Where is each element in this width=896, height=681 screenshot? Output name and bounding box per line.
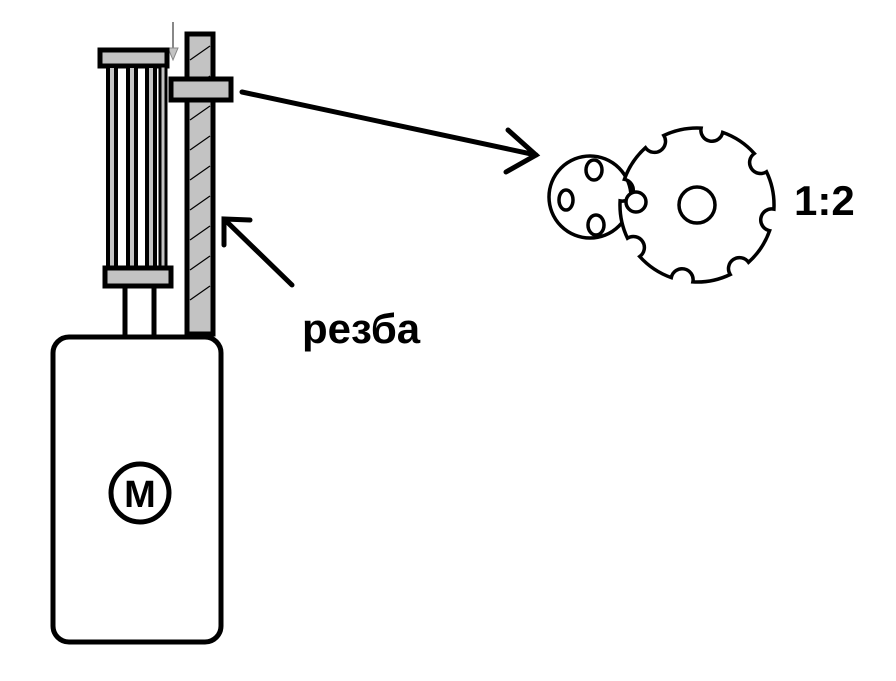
gear-pair (547, 126, 776, 284)
thread-label: резба (302, 305, 421, 352)
pointer-arrow-gears (239, 89, 541, 175)
motor: M (50, 334, 224, 645)
column-rods (106, 64, 168, 270)
column-assembly (97, 47, 174, 337)
pointer-arrow-thread (221, 216, 295, 288)
motor-label: M (124, 474, 156, 516)
ratio-label: 1:2 (794, 177, 855, 224)
feed-arrow-icon (167, 22, 179, 62)
clamp (168, 76, 234, 103)
